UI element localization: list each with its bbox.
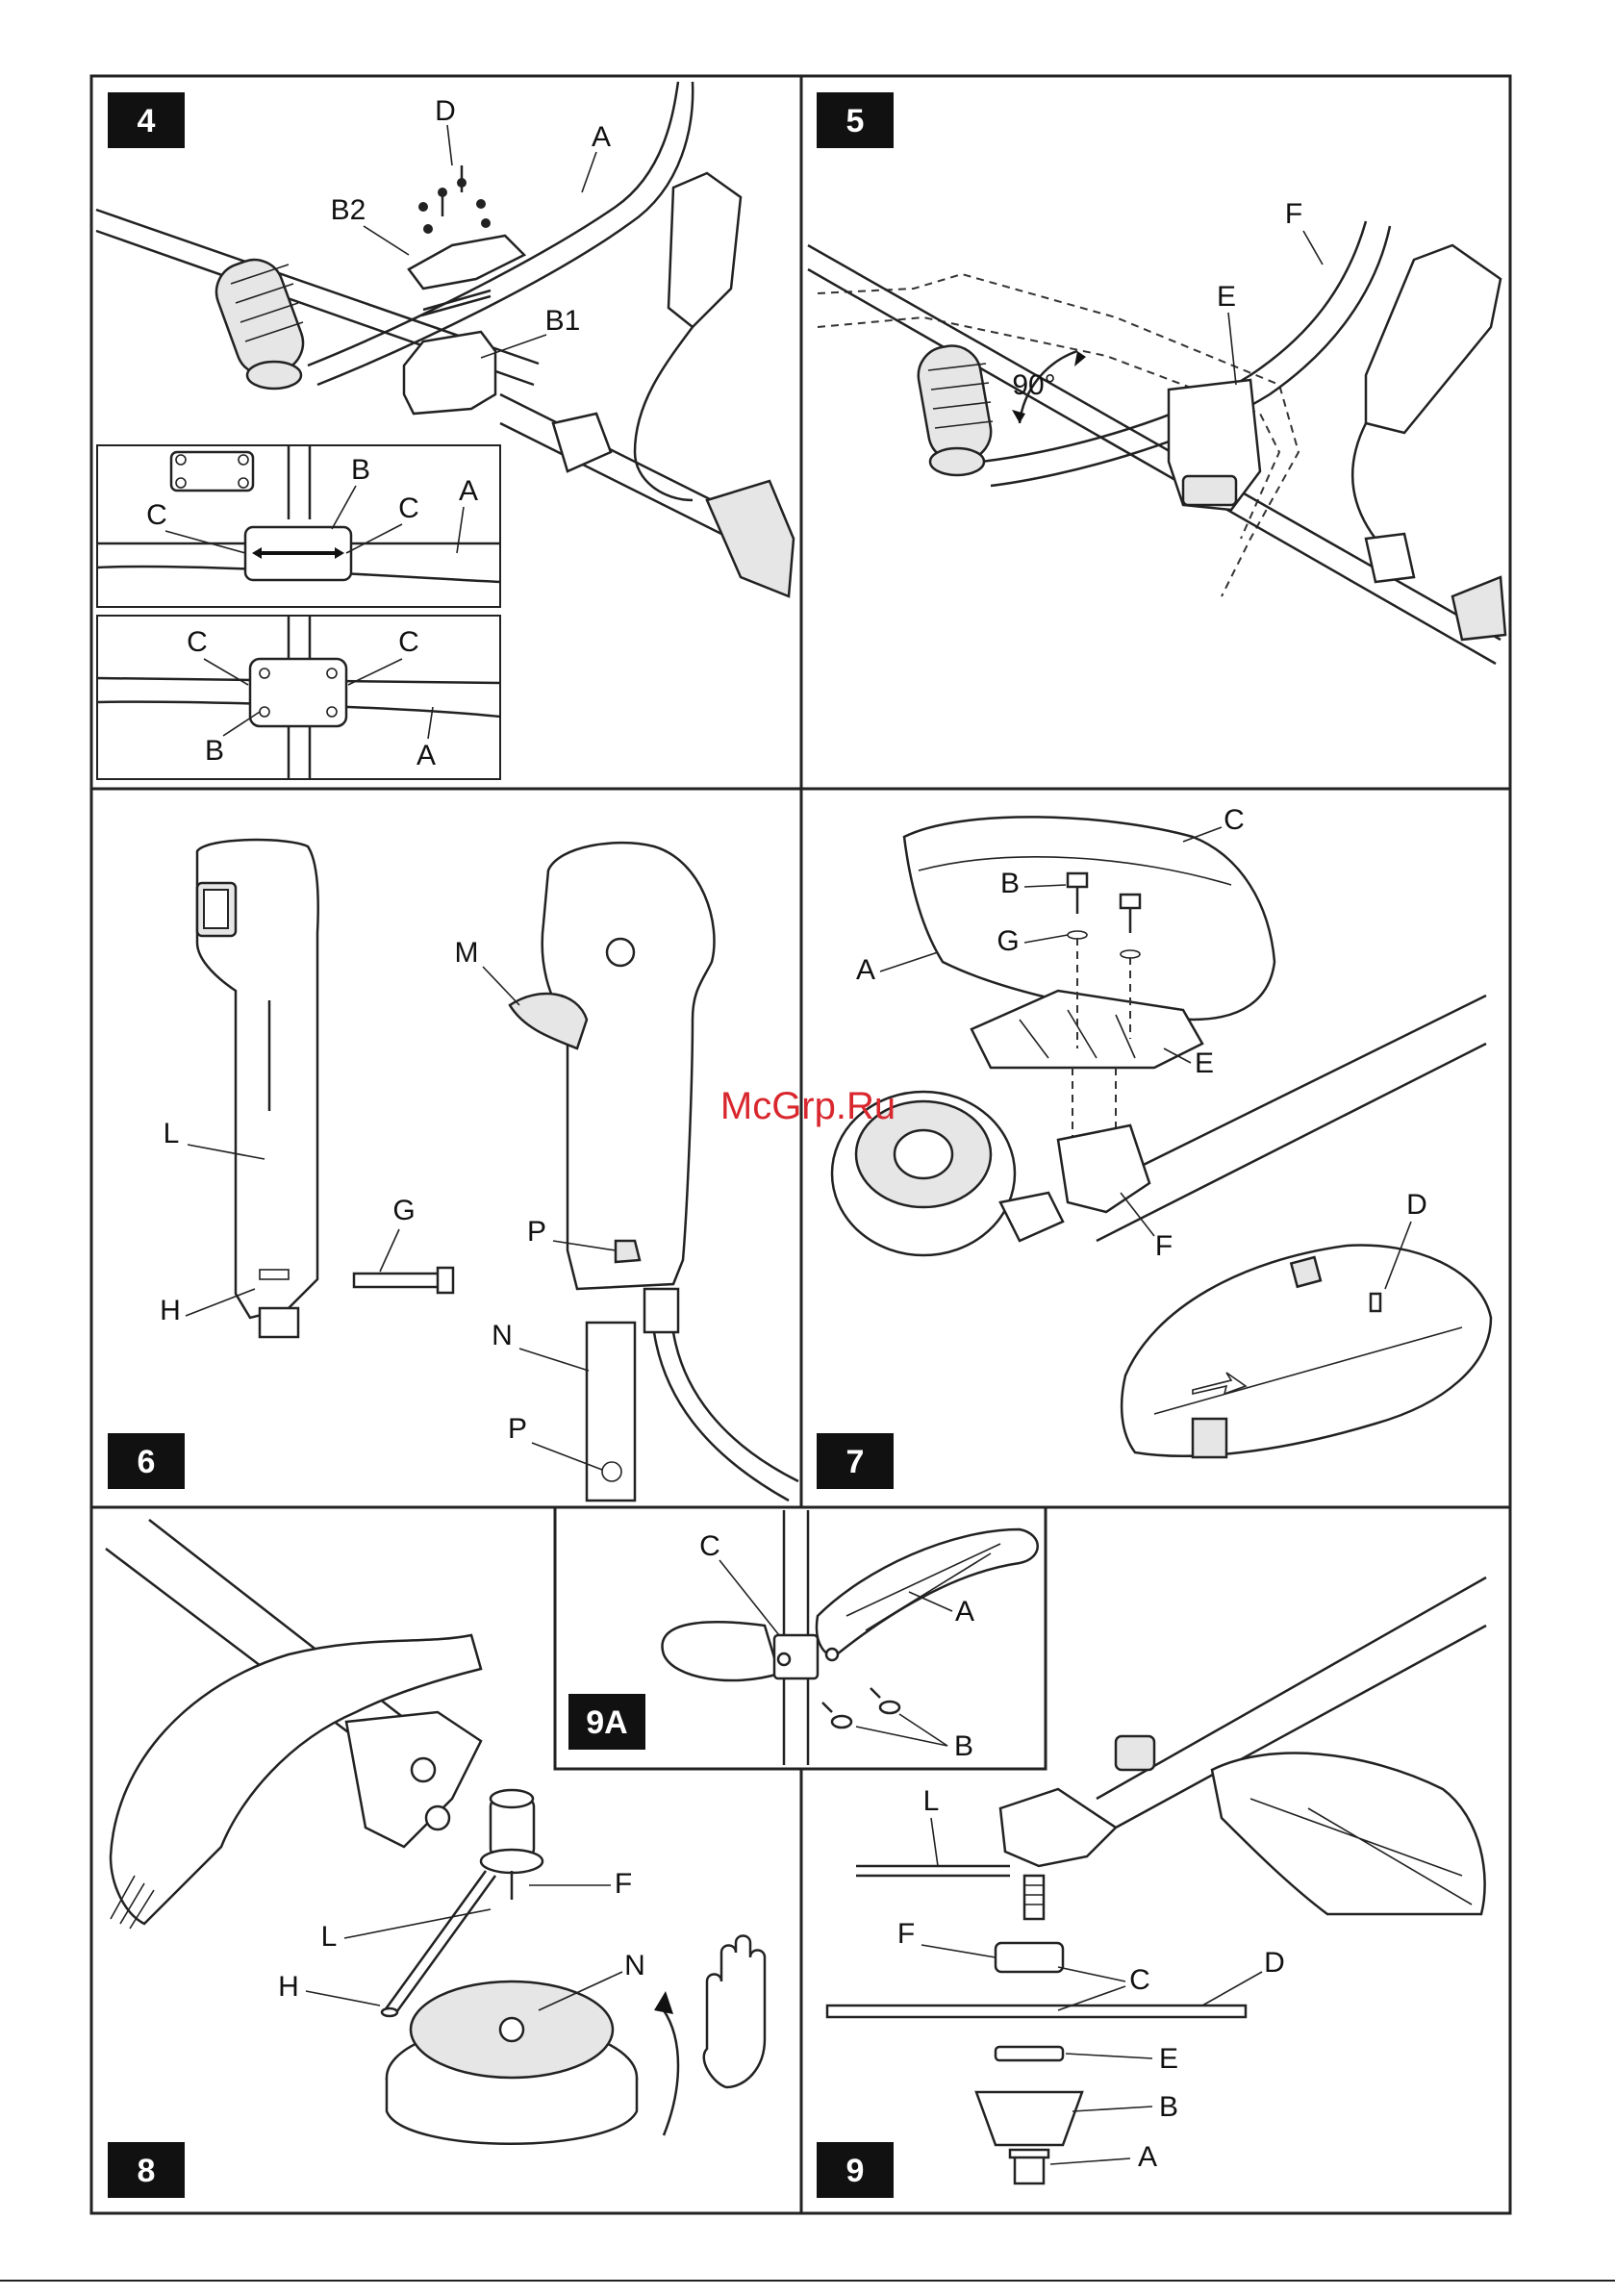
throttle-5-drawing	[1352, 245, 1505, 640]
label-4b-c-left: C	[187, 626, 208, 658]
label-7-f: F	[1155, 1230, 1173, 1262]
label-7-g: G	[997, 925, 1019, 957]
label-9a-c: C	[699, 1530, 720, 1562]
bolt-g	[354, 1268, 453, 1293]
label-6-l: L	[164, 1118, 180, 1149]
screws-d-drawing	[418, 165, 491, 234]
label-5-f: F	[1285, 198, 1302, 230]
label-8-n: N	[624, 1950, 645, 1981]
label-4-b2: B2	[331, 194, 366, 226]
panel-9a-number: 9A	[586, 1704, 627, 1741]
handlebar-rotated	[808, 221, 1501, 664]
label-9a-b: B	[954, 1730, 973, 1762]
handle-front-view	[510, 843, 798, 1501]
label-6-p-top: P	[527, 1216, 546, 1248]
label-6-g: G	[392, 1195, 415, 1226]
label-9-b: B	[1159, 2091, 1178, 2123]
panel-7: C B A G E F D 7	[817, 804, 1491, 1489]
label-6-m: M	[455, 937, 479, 969]
panel-5: 5 90° F E	[808, 92, 1505, 664]
panel-9a: C A B 9A	[555, 1507, 1046, 1769]
panel-7-number: 7	[846, 1444, 865, 1480]
angle-label: 90°	[1012, 369, 1055, 401]
panel-4: 4	[96, 82, 794, 779]
label-5-e: E	[1217, 281, 1236, 313]
label-7-c: C	[1224, 804, 1245, 836]
panel-8-number: 8	[138, 2153, 156, 2189]
label-4b-b: B	[205, 735, 224, 767]
label-9-e: E	[1159, 2043, 1178, 2075]
label-4b-a: A	[416, 740, 436, 771]
label-4a-c-right: C	[398, 492, 419, 524]
trimmer-head-n	[387, 1981, 637, 2144]
label-9-d: D	[1264, 1947, 1285, 1979]
label-7-a: A	[856, 954, 875, 986]
label-9-a: A	[1138, 2141, 1157, 2173]
label-9-c: C	[1129, 1964, 1150, 1996]
guard-drawing	[904, 817, 1274, 1068]
panel-5-number: 5	[846, 103, 865, 139]
label-9-l: L	[923, 1785, 940, 1817]
label-7-d: D	[1406, 1189, 1427, 1221]
label-6-n: N	[492, 1320, 513, 1351]
inset-4b	[97, 616, 500, 779]
label-9-f: F	[897, 1918, 915, 1950]
label-4a-c-left: C	[146, 499, 167, 531]
panel-4-number: 4	[138, 103, 156, 139]
clamp-b2-drawing	[409, 236, 524, 315]
label-4-d: D	[435, 95, 456, 127]
label-7-b: B	[1000, 868, 1020, 899]
label-4-b1: B1	[545, 305, 581, 337]
label-4-a: A	[592, 121, 611, 153]
label-8-f: F	[615, 1868, 632, 1900]
clamp-e-drawing	[1169, 380, 1260, 510]
label-9a-a: A	[955, 1596, 974, 1627]
label-4a-b: B	[351, 454, 370, 486]
label-4b-c-right: C	[398, 626, 419, 658]
panel-6: L G H M P N P 6	[108, 840, 798, 1501]
rotation-hand-icon	[654, 1936, 765, 2136]
guard-d-drawing	[1122, 1245, 1491, 1457]
panel-6-number: 6	[138, 1444, 156, 1480]
handle-side-view	[197, 840, 318, 1337]
throttle-drawing	[635, 173, 794, 596]
label-6-p-bottom: P	[508, 1413, 527, 1445]
label-6-h: H	[160, 1295, 181, 1326]
label-7-e: E	[1195, 1047, 1214, 1079]
label-8-h: H	[278, 1971, 299, 2003]
label-8-l: L	[321, 1921, 338, 1953]
panel-9-number: 9	[846, 2153, 865, 2189]
watermark: McGrp.Ru	[720, 1085, 896, 1127]
label-4a-a: A	[459, 475, 478, 507]
